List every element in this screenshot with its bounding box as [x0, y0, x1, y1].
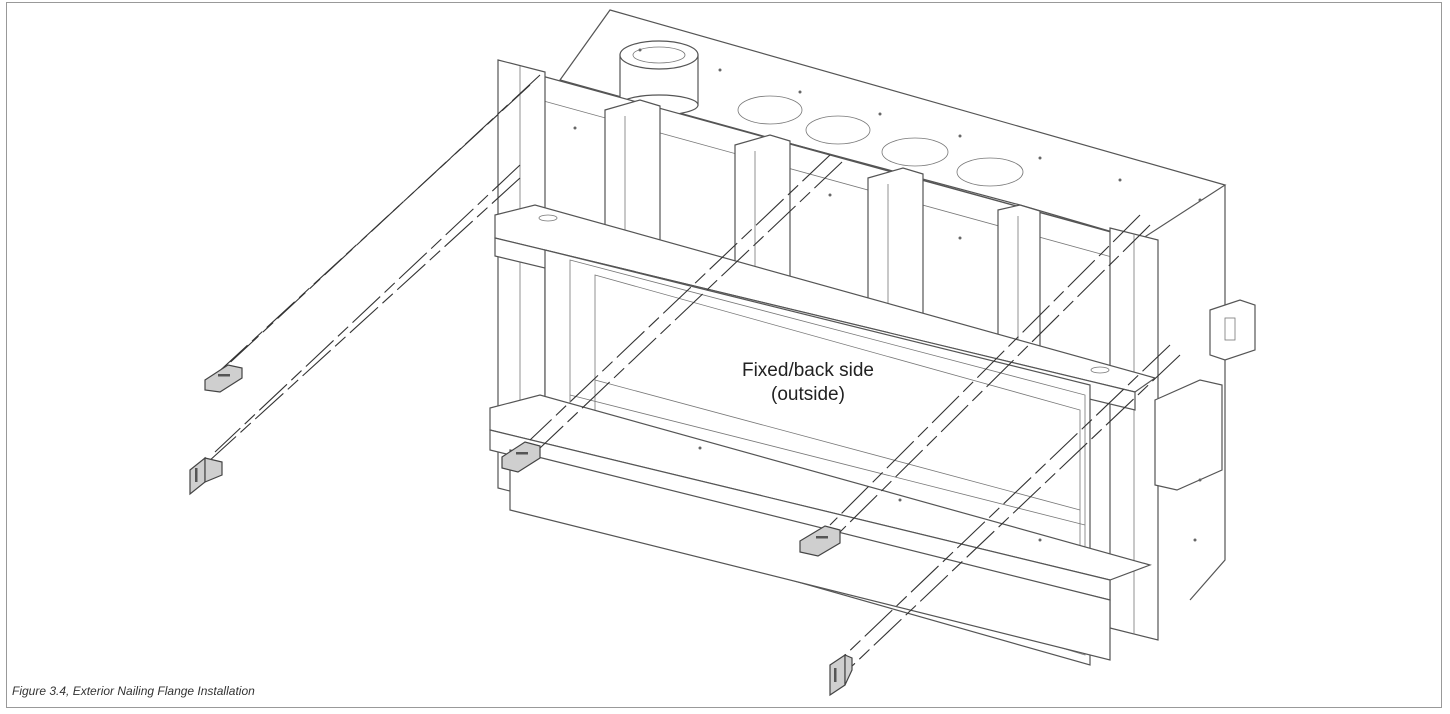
nailing-flange-bracket — [204, 364, 243, 393]
figure-frame — [6, 2, 1442, 708]
label-line-2: (outside) — [771, 384, 845, 405]
right-standoff — [1109, 227, 1159, 641]
side-box — [1154, 299, 1256, 491]
nailing-flange-bracket — [799, 525, 841, 557]
top-knockouts — [737, 95, 1024, 187]
nailing-flange-bracket — [829, 653, 853, 697]
nailing-flange-bracket — [501, 441, 541, 473]
figure-caption: Figure 3.4, Exterior Nailing Flange Inst… — [12, 684, 255, 698]
bottom-sill — [489, 394, 1152, 661]
label-line-1: Fixed/back side — [742, 360, 874, 381]
studs — [604, 99, 1041, 369]
rivets — [573, 48, 1202, 542]
nailing-flange-bracket — [189, 456, 223, 496]
installation-lines — [207, 74, 1181, 669]
vent-collar — [619, 40, 699, 116]
